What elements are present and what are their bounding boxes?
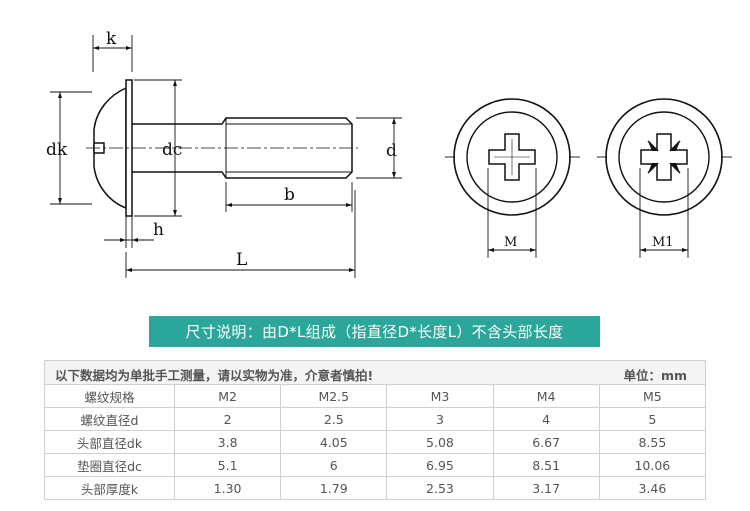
label-M1: M1 bbox=[652, 235, 674, 250]
table-cell: 6.67 bbox=[492, 430, 600, 454]
spec-table: 以下数据均为单批手工测量，请以实物为准，介意者慎拍! 单位：mm 螺纹规格 M2… bbox=[44, 360, 707, 500]
label-M: M bbox=[504, 235, 517, 250]
label-h: h bbox=[153, 220, 164, 240]
measurement-notice: 以下数据均为单批手工测量，请以实物为准，介意者慎拍! bbox=[55, 368, 374, 383]
header-cell-m5: M5 bbox=[598, 384, 707, 408]
header-cell-m4: M4 bbox=[492, 384, 600, 408]
table-notice-row: 以下数据均为单批手工测量，请以实物为准，介意者慎拍! 单位：mm bbox=[44, 360, 706, 385]
row-label: 垫圈直径dc bbox=[44, 453, 175, 477]
label-d: d bbox=[386, 141, 397, 161]
table-row-head-thickness: 头部厚度k 1.30 1.79 2.53 3.17 3.46 bbox=[44, 476, 707, 500]
cross-recess-icon bbox=[445, 98, 580, 258]
header-cell-m2: M2 bbox=[173, 384, 282, 408]
size-explanation-banner: 尺寸说明：由D*L组成（指直径D*长度L）不含头部长度 bbox=[149, 316, 600, 347]
table-row-thread-diameter: 螺纹直径d 2 2.5 3 4 5 bbox=[44, 407, 707, 431]
header-cell-spec: 螺纹规格 bbox=[44, 384, 175, 408]
table-cell: 2.5 bbox=[280, 407, 388, 431]
header-cell-m3: M3 bbox=[386, 384, 494, 408]
technical-drawing: k dk dc d b h L M bbox=[46, 29, 732, 278]
table-cell: 1.79 bbox=[280, 476, 388, 500]
unit-label: 单位：mm bbox=[623, 368, 687, 383]
table-cell: 3.46 bbox=[598, 476, 707, 500]
table-cell: 3.17 bbox=[492, 476, 600, 500]
table-cell: 4 bbox=[492, 407, 600, 431]
row-label: 头部厚度k bbox=[44, 476, 175, 500]
table-cell: 8.55 bbox=[598, 430, 707, 454]
table-cell: 5.1 bbox=[173, 453, 282, 477]
label-k: k bbox=[106, 29, 117, 49]
table-notice-cell: 以下数据均为单批手工测量，请以实物为准，介意者慎拍! 单位：mm bbox=[44, 360, 706, 385]
table-cell: 10.06 bbox=[598, 453, 707, 477]
table-cell: 3.8 bbox=[173, 430, 282, 454]
label-L: L bbox=[236, 250, 247, 270]
label-dc: dc bbox=[162, 140, 182, 160]
label-b: b bbox=[284, 185, 295, 205]
table-header-row: 螺纹规格 M2 M2.5 M3 M4 M5 bbox=[44, 384, 707, 408]
pozi-recess-icon bbox=[597, 98, 732, 258]
table-cell: 2.53 bbox=[386, 476, 494, 500]
table-row-washer-diameter: 垫圈直径dc 5.1 6 6.95 8.51 10.06 bbox=[44, 453, 707, 477]
table-cell: 3 bbox=[386, 407, 494, 431]
row-label: 头部直径dk bbox=[44, 430, 175, 454]
table-cell: 5.08 bbox=[386, 430, 494, 454]
table-cell: 4.05 bbox=[280, 430, 388, 454]
row-label: 螺纹直径d bbox=[44, 407, 175, 431]
label-dk: dk bbox=[46, 140, 68, 160]
table-cell: 1.30 bbox=[173, 476, 282, 500]
table-cell: 6 bbox=[280, 453, 388, 477]
table-cell: 6.95 bbox=[386, 453, 494, 477]
header-cell-m2-5: M2.5 bbox=[280, 384, 388, 408]
table-cell: 2 bbox=[173, 407, 282, 431]
table-cell: 8.51 bbox=[492, 453, 600, 477]
table-cell: 5 bbox=[598, 407, 707, 431]
table-row-head-diameter: 头部直径dk 3.8 4.05 5.08 6.67 8.55 bbox=[44, 430, 707, 454]
